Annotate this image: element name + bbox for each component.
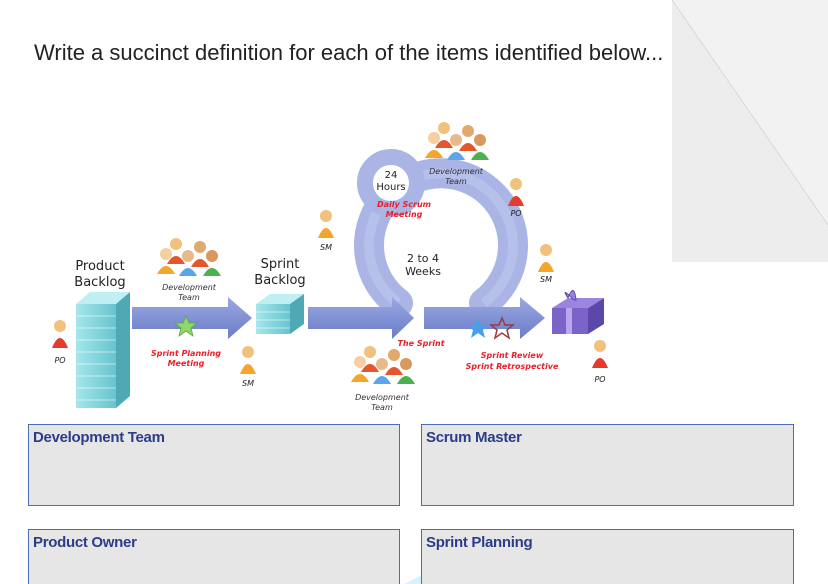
product-backlog-label-2: Backlog: [74, 275, 125, 290]
development-team-left-icon: [157, 238, 221, 276]
daily-cycle-loop: [357, 149, 425, 217]
scrum-master-top-icon: [318, 210, 334, 238]
sm-top-label: SM: [320, 243, 332, 252]
dev-team-bottom-label-1: Development: [355, 393, 410, 402]
sprint-review-label: Sprint Review: [481, 351, 544, 360]
daily-scrum-label-2: Meeting: [386, 210, 423, 219]
flow-arrows: [132, 297, 545, 339]
dev-team-left-label-1: Development: [162, 283, 217, 292]
sprint-planning-meeting-label-2: Meeting: [168, 359, 205, 368]
sprint-planning-star-icon: [173, 314, 199, 337]
product-backlog-stack: [76, 292, 130, 408]
dev-team-bottom-label-2: Team: [371, 403, 393, 412]
sm-left-label: SM: [242, 379, 254, 388]
product-owner-answer-box[interactable]: Product Owner: [28, 529, 400, 584]
dev-team-left-label-2: Team: [178, 293, 200, 302]
sm-right-label: SM: [540, 275, 552, 284]
sprint-backlog-label-2: Backlog: [254, 273, 305, 288]
po-top-label: PO: [510, 209, 521, 218]
scrum-master-box-title: Scrum Master: [426, 429, 522, 446]
weeks-label-1: 2 to 4: [407, 252, 439, 265]
sprint-cycle-loop: [354, 158, 528, 318]
dev-team-top-label-1: Development: [429, 167, 484, 176]
sprint-backlog-stack: [256, 294, 304, 334]
instructions-heading: Write a succinct definition for each of …: [34, 40, 664, 65]
hours-label-1: 24: [385, 170, 398, 181]
dev-team-top-label-2: Team: [445, 177, 467, 186]
daily-scrum-label-1: Daily Scrum: [377, 200, 431, 209]
hours-label-2: Hours: [376, 182, 405, 193]
product-backlog-label-1: Product: [75, 259, 124, 274]
product-increment-gift-icon: [552, 290, 604, 334]
po-right-label: PO: [594, 375, 605, 384]
development-team-top-icon: [425, 122, 489, 160]
sprint-retrospective-label: Sprint Retrospective: [466, 362, 559, 371]
po-left-label: PO: [54, 356, 65, 365]
product-owner-box-title: Product Owner: [33, 534, 137, 551]
sprint-planning-answer-box[interactable]: Sprint Planning: [421, 529, 794, 584]
scrum-master-answer-box[interactable]: Scrum Master: [421, 424, 794, 506]
review-stars-icon: [467, 316, 516, 340]
sprint-planning-box-title: Sprint Planning: [426, 534, 533, 551]
scrum-master-right-icon: [538, 244, 554, 272]
product-owner-top-icon: [508, 178, 524, 206]
scrum-master-left-icon: [240, 346, 256, 374]
product-owner-right-icon: [592, 340, 608, 368]
weeks-label-2: Weeks: [405, 265, 441, 278]
sprint-planning-meeting-label-1: Sprint Planning: [151, 349, 221, 358]
sprint-backlog-label-1: Sprint: [261, 257, 300, 272]
development-team-answer-box[interactable]: Development Team: [28, 424, 400, 506]
development-team-bottom-icon: [351, 346, 415, 384]
development-team-box-title: Development Team: [33, 429, 165, 446]
product-owner-left-icon: [52, 320, 68, 348]
the-sprint-label: The Sprint: [397, 339, 445, 348]
